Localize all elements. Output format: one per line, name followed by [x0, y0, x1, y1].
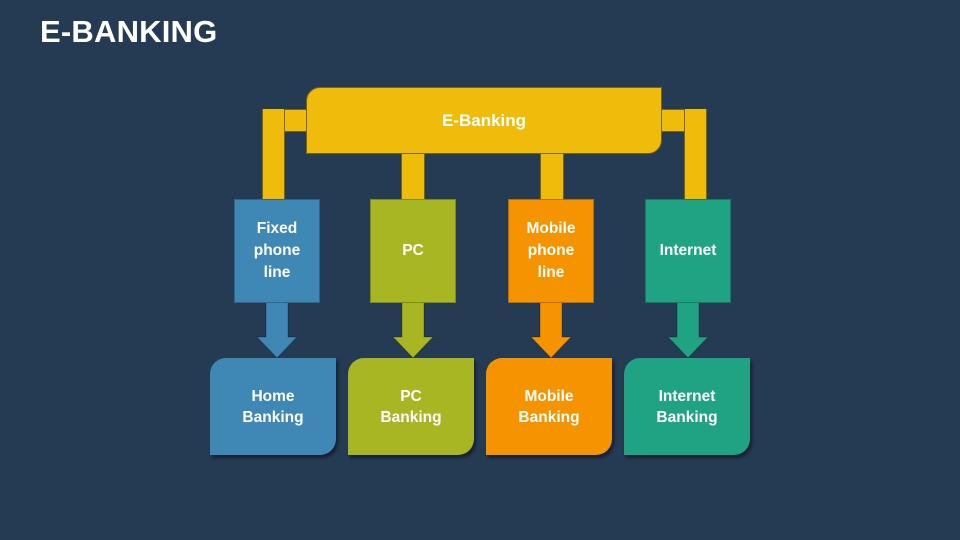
channel-mobile-phone-line: Mobile phone line: [508, 199, 594, 303]
channel-label-line: Mobile: [526, 220, 576, 237]
channel-label-line: Fixed: [256, 220, 298, 237]
channel-label-line: PC: [402, 242, 424, 259]
connector-mobile: [540, 150, 564, 200]
result-label-line: Banking: [656, 408, 718, 426]
root-node-label: E-Banking: [441, 110, 527, 130]
channel-pc: PC: [370, 199, 456, 303]
channel-label-line: line: [263, 264, 291, 281]
channel-label-line: phone: [527, 242, 575, 259]
connector-right-vertical: [684, 109, 707, 200]
result-label-line: Banking: [242, 408, 304, 426]
result-pc-banking: PC Banking: [348, 358, 474, 455]
channel-label-line: phone: [253, 242, 301, 259]
down-arrow-icon: [256, 302, 298, 359]
root-node-e-banking: E-Banking: [306, 87, 662, 154]
down-arrow-icon: [667, 302, 709, 359]
result-label-line: Banking: [380, 408, 442, 426]
result-label-line: Banking: [518, 408, 580, 426]
result-label-line: Mobile: [524, 387, 574, 405]
down-arrow-icon: [530, 302, 572, 359]
channel-label-line: Internet: [659, 242, 717, 259]
channel-internet: Internet: [645, 199, 731, 303]
channel-label-line: line: [537, 264, 565, 281]
connector-left-vertical: [262, 109, 285, 200]
connector-pc: [401, 150, 425, 200]
result-label-line: PC: [400, 387, 422, 405]
channel-fixed-phone-line: Fixed phone line: [234, 199, 320, 303]
slide-title: E-BANKING: [40, 14, 218, 49]
down-arrow-icon: [392, 302, 434, 359]
result-label-line: Internet: [658, 387, 716, 405]
result-label-line: Home: [251, 387, 295, 405]
